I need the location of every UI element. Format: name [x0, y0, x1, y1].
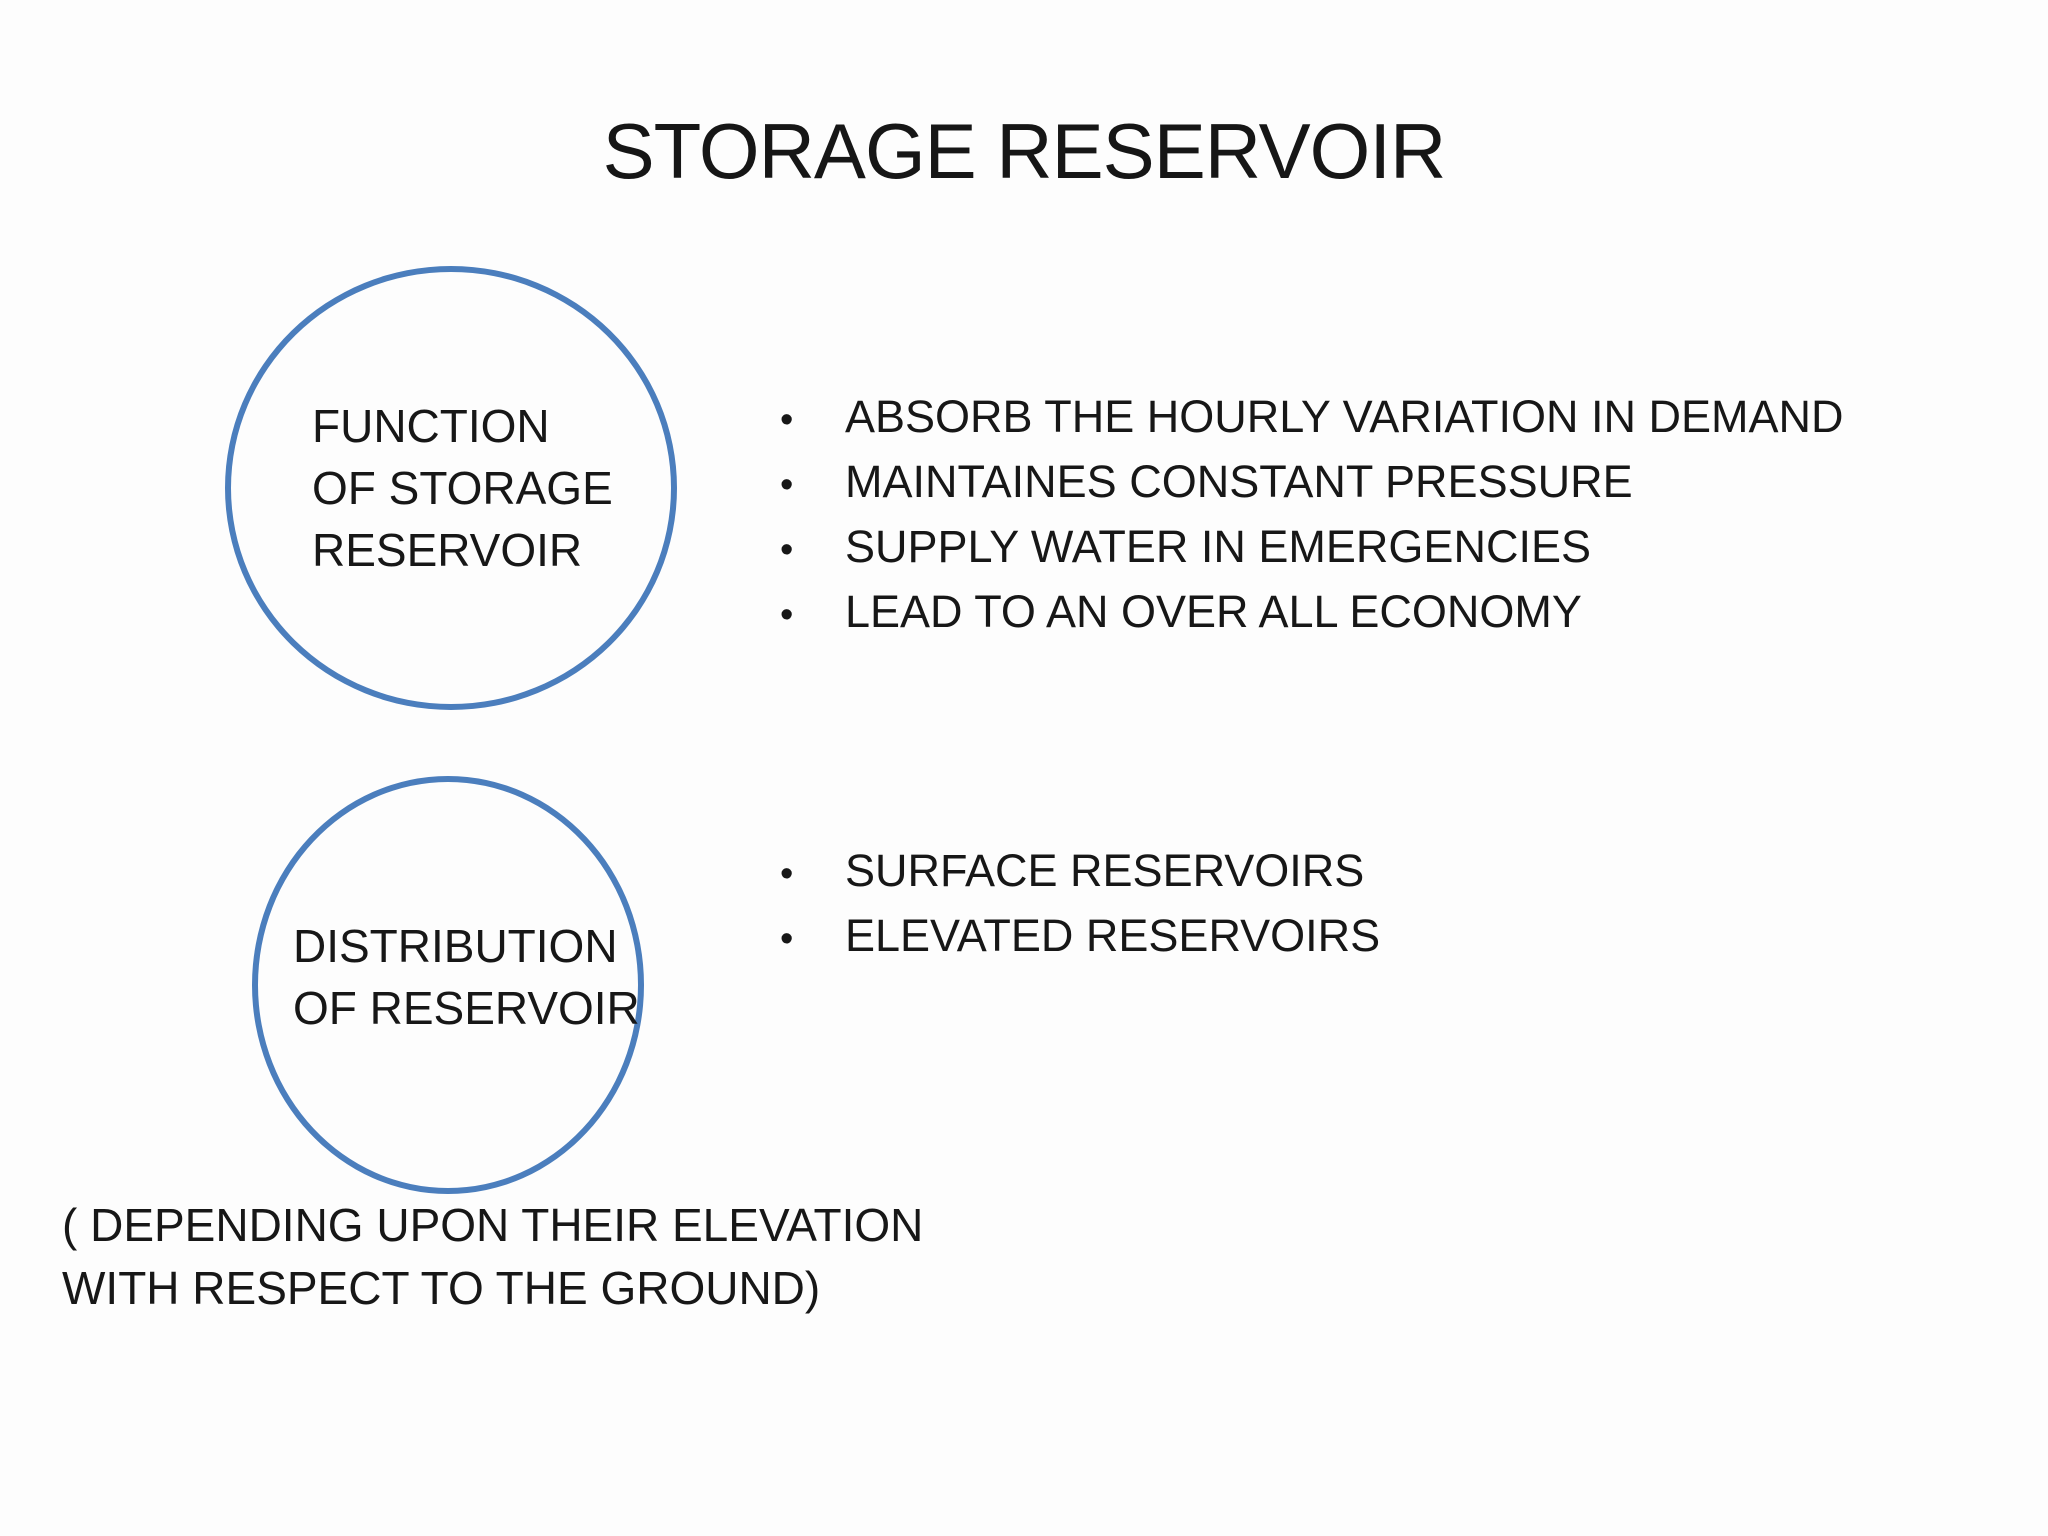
- distribution-circle-label: DISTRIBUTION OF RESERVOIR: [293, 915, 640, 1039]
- footnote-line-2: WITH RESPECT TO THE GROUND): [62, 1262, 821, 1314]
- function-circle-label: FUNCTION OF STORAGE RESERVOIR: [312, 395, 613, 581]
- bullet-icon: •: [780, 918, 794, 960]
- function-circle-label-line-3: RESERVOIR: [312, 524, 583, 576]
- bullet-item: • LEAD TO AN OVER ALL ECONOMY: [780, 581, 1844, 646]
- bullet-item-text: MAINTAINES CONSTANT PRESSURE: [845, 456, 1633, 507]
- bullet-icon: •: [780, 464, 794, 506]
- footnote-line-1: ( DEPENDING UPON THEIR ELEVATION: [62, 1199, 924, 1251]
- slide-title: STORAGE RESERVOIR: [602, 107, 1447, 195]
- bullet-item-text: LEAD TO AN OVER ALL ECONOMY: [845, 586, 1582, 637]
- function-circle-label-line-2: OF STORAGE: [312, 462, 613, 514]
- bullet-item: • SURFACE RESERVOIRS: [780, 840, 1380, 905]
- bullet-item-text: ABSORB THE HOURLY VARIATION IN DEMAND: [845, 391, 1844, 442]
- bullet-item-text: ELEVATED RESERVOIRS: [845, 910, 1381, 961]
- bullet-icon: •: [780, 594, 794, 636]
- function-bullet-list: • ABSORB THE HOURLY VARIATION IN DEMAND …: [780, 386, 1844, 646]
- bullet-icon: •: [780, 529, 794, 571]
- bullet-item: • MAINTAINES CONSTANT PRESSURE: [780, 451, 1844, 516]
- bullet-item-text: SUPPLY WATER IN EMERGENCIES: [845, 521, 1591, 572]
- distribution-circle-shape: [252, 776, 644, 1194]
- function-circle-shape: [225, 266, 677, 710]
- bullet-item-text: SURFACE RESERVOIRS: [845, 845, 1365, 896]
- bullet-item: • ABSORB THE HOURLY VARIATION IN DEMAND: [780, 386, 1844, 451]
- distribution-circle-label-line-2: OF RESERVOIR: [293, 982, 640, 1034]
- bullet-item: • SUPPLY WATER IN EMERGENCIES: [780, 516, 1844, 581]
- bullet-item: • ELEVATED RESERVOIRS: [780, 905, 1380, 970]
- bullet-icon: •: [780, 853, 794, 895]
- footnote: ( DEPENDING UPON THEIR ELEVATION WITH RE…: [62, 1194, 923, 1320]
- function-circle-label-line-1: FUNCTION: [312, 400, 550, 452]
- bullet-icon: •: [780, 399, 794, 441]
- distribution-bullet-list: • SURFACE RESERVOIRS • ELEVATED RESERVOI…: [780, 840, 1380, 970]
- distribution-circle-label-line-1: DISTRIBUTION: [293, 920, 618, 972]
